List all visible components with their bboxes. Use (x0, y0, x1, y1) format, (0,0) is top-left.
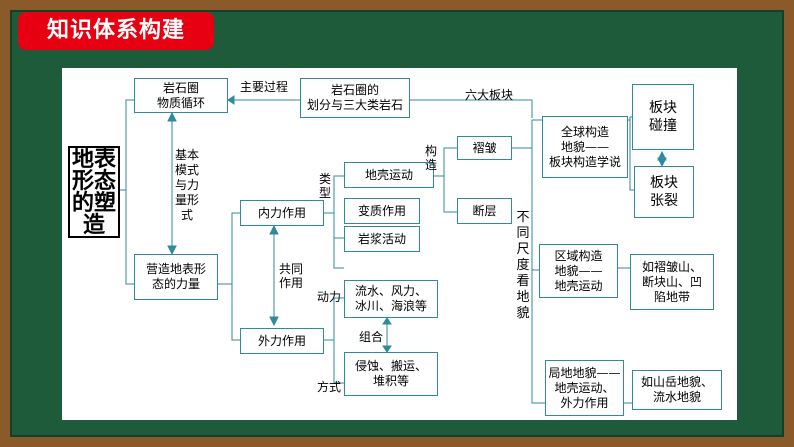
concept-map: 地表形态的塑造 岩石圈 物质循环 岩石圈的 划分与三大类岩石 营造地表形 态的力… (62, 68, 737, 420)
node-rock-division: 岩石圈的 划分与三大类岩石 (300, 78, 410, 118)
label-basic-mode: 基本模式与力量形式 (174, 148, 199, 222)
label-scale: 不同尺度看地貌 (516, 210, 530, 321)
connector-lines (120, 95, 667, 404)
node-external-force: 外力作用 (240, 328, 324, 354)
node-internal-force: 内力作用 (240, 200, 324, 226)
node-rock-cycle: 岩石圈 物质循环 (134, 78, 228, 113)
node-plate-rifting: 板块 张裂 (634, 166, 694, 218)
label-main-process: 主要过程 (239, 80, 288, 94)
label-structure: 构造 (424, 144, 437, 172)
node-local-landforms: 局地地貌—— 地壳运动、 外力作用 (545, 360, 624, 416)
label-mode: 方式 (316, 380, 341, 394)
node-global-tectonics: 全球构造 地貌—— 板块构造学说 (542, 116, 628, 178)
node-fold: 褶皱 (457, 136, 512, 160)
root-node: 地表形态的塑造 (68, 146, 120, 238)
node-agents: 流水、风力、 冰川、海浪等 (344, 280, 438, 318)
label-type: 类型 (318, 172, 331, 200)
node-crustal-movement: 地壳运动 (344, 162, 434, 188)
section-title: 知识体系构建 (18, 12, 214, 50)
node-fault: 断层 (457, 198, 512, 224)
node-processes: 侵蚀、搬运、 堆积等 (344, 352, 438, 396)
node-local-examples: 如山岳地貌、 流水地貌 (632, 370, 722, 410)
label-joint-action: 共同 作用 (278, 262, 303, 290)
label-combination: 组合 (358, 330, 383, 344)
label-power: 动力 (316, 290, 341, 304)
node-metamorphism: 变质作用 (344, 198, 420, 224)
node-regional-examples: 如褶皱山、 断块山、凹 陷地带 (630, 254, 714, 310)
node-regional-tectonics: 区域构造 地貌—— 地壳运动 (539, 244, 618, 298)
node-plate-collision: 板块 碰撞 (632, 84, 694, 150)
node-shaping-forces: 营造地表形 态的力量 (134, 254, 218, 300)
node-magmatism: 岩浆活动 (344, 226, 420, 252)
label-six-plates: 六大板块 (464, 88, 513, 102)
